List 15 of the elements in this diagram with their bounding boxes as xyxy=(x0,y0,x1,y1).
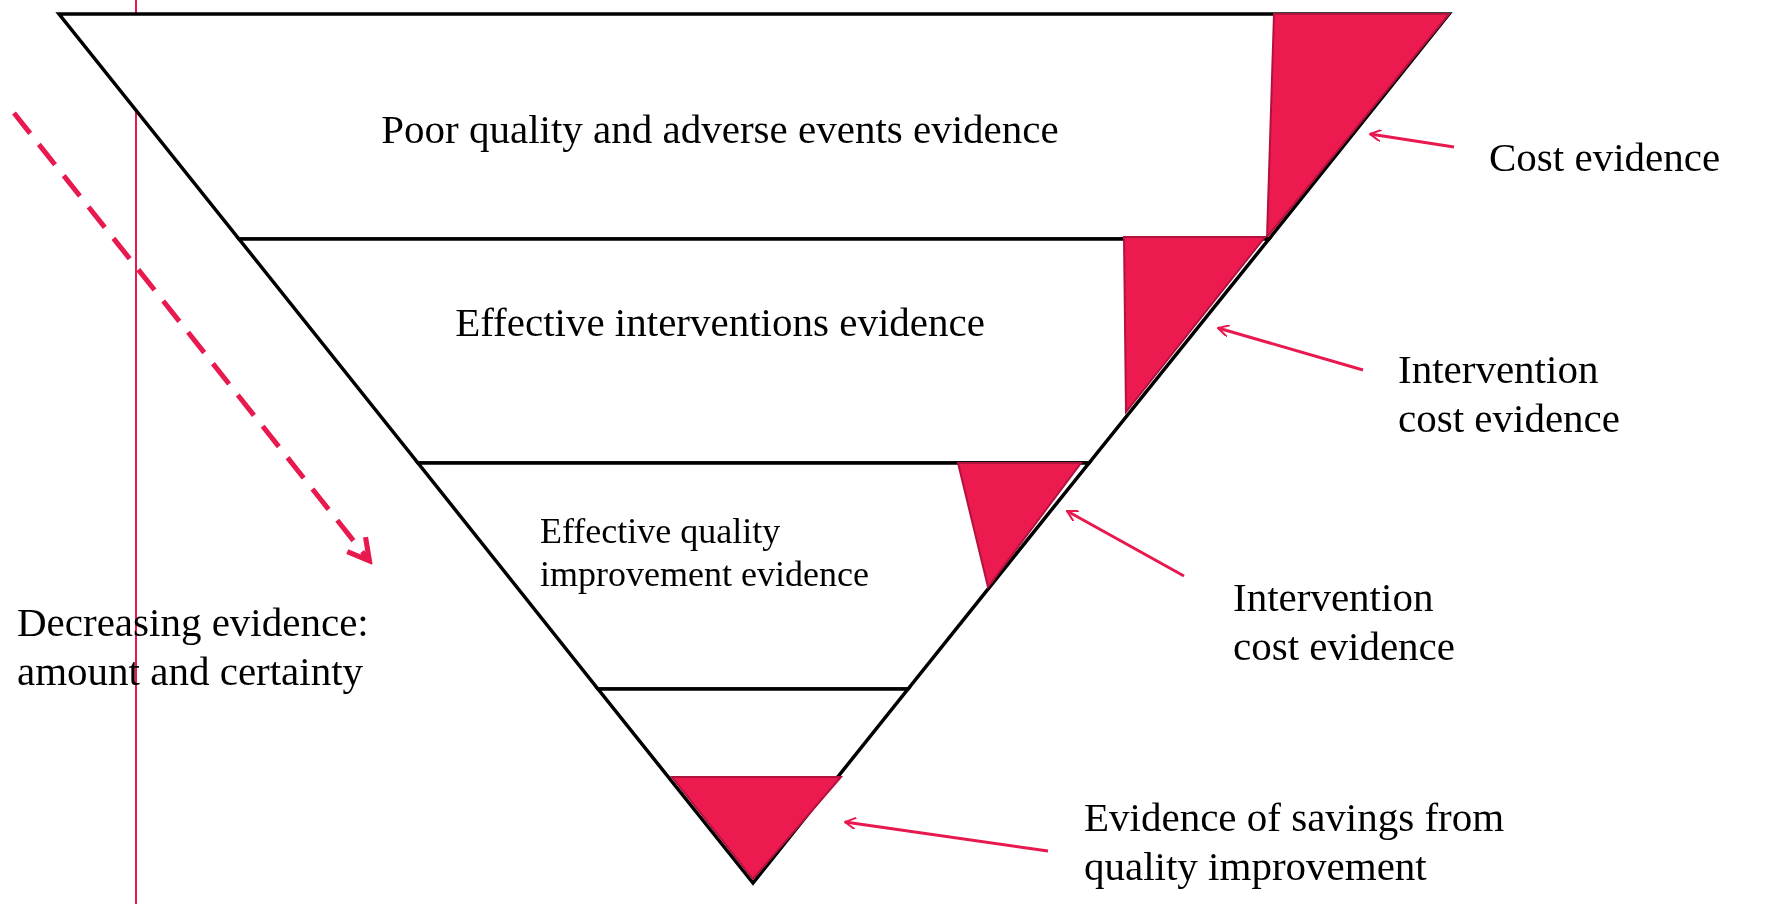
leader-arrow xyxy=(844,816,1049,853)
cost-wedge xyxy=(958,463,1081,587)
cost-wedge xyxy=(1124,237,1265,412)
leader-arrow xyxy=(1066,509,1185,578)
band-label: Effective interventions evidence xyxy=(454,298,986,347)
annotation-text: Intervention cost evidence xyxy=(1398,345,1668,444)
annotation-text: Intervention cost evidence xyxy=(1233,573,1503,672)
leader-arrow xyxy=(1369,128,1455,149)
annotation-text: Evidence of savings from quality improvement xyxy=(1084,793,1614,892)
leader-arrow xyxy=(1217,324,1364,372)
cost-wedge xyxy=(672,777,841,879)
annotation-text: Cost evidence xyxy=(1489,133,1721,183)
band-label: Effective quality improvement evidence xyxy=(540,510,870,597)
band-label: Poor quality and adverse events evidence xyxy=(380,105,1060,154)
cost-wedge xyxy=(1267,14,1449,237)
